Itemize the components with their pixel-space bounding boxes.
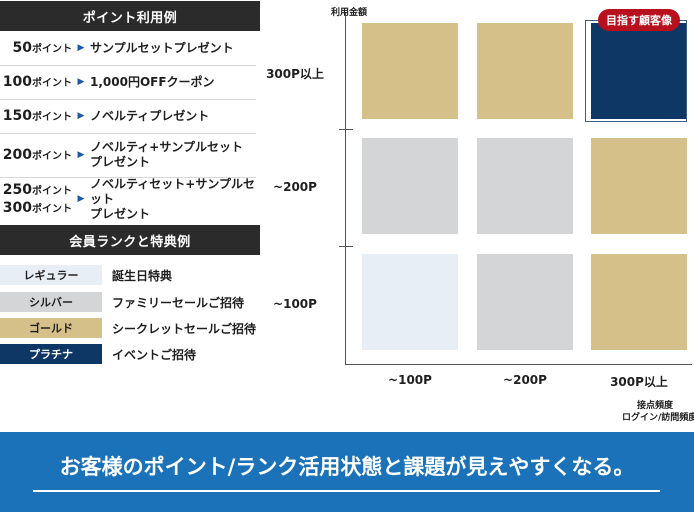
rank-row: レギュラー誕生日特典 bbox=[0, 265, 172, 285]
points-amount-line: 200ポイント bbox=[0, 146, 72, 164]
points-benefit: サンプルセットプレゼント bbox=[90, 41, 256, 56]
matrix-cell-silver bbox=[362, 138, 458, 234]
points-amount: 200ポイント bbox=[0, 146, 72, 164]
points-amount-line: 50ポイント bbox=[0, 39, 72, 57]
rank-benefit: ファミリーセールご招待 bbox=[112, 295, 245, 310]
points-unit: ポイント bbox=[32, 204, 72, 215]
points-benefit: ノベルティ+サンプルセットプレゼント bbox=[90, 140, 256, 170]
points-number: 300 bbox=[2, 200, 32, 216]
arrow-right-icon: ▶ bbox=[77, 77, 85, 87]
rank-badge: プラチナ bbox=[0, 344, 102, 364]
points-row: 50ポイント ▶ サンプルセットプレゼント bbox=[0, 31, 256, 66]
points-row: 200ポイント ▶ ノベルティ+サンプルセットプレゼント bbox=[0, 133, 256, 178]
y-axis-label: 300P以上 bbox=[266, 67, 324, 81]
y-axis-line bbox=[345, 13, 346, 364]
points-benefit-line: ノベルティ+サンプルセット bbox=[90, 140, 243, 154]
points-amount-line: 150ポイント bbox=[0, 107, 72, 125]
points-amount: 100ポイント bbox=[0, 73, 72, 91]
rank-row: シルバーファミリーセールご招待 bbox=[0, 292, 244, 312]
y-axis-label: ~200P bbox=[273, 180, 317, 194]
points-benefit: ノベルティプレゼント bbox=[90, 109, 256, 124]
x-axis-line bbox=[345, 364, 692, 365]
matrix-cell-gold bbox=[591, 138, 687, 234]
points-section-header: ポイント利用例 bbox=[0, 1, 260, 31]
rank-benefit: イベントご招待 bbox=[112, 347, 197, 362]
points-row: 100ポイント ▶ 1,000円OFFクーポン bbox=[0, 65, 256, 100]
matrix-cell-gold bbox=[591, 254, 687, 350]
points-unit: ポイント bbox=[32, 78, 72, 89]
points-benefit-line: 1,000円OFFクーポン bbox=[90, 74, 215, 89]
points-number: 150 bbox=[2, 108, 32, 124]
rank-section-title: 会員ランクと特典例 bbox=[69, 234, 191, 250]
y-axis-tick bbox=[339, 246, 353, 247]
points-amount-line: 100ポイント bbox=[0, 73, 72, 91]
matrix-cell-gold bbox=[362, 23, 458, 119]
points-number: 250 bbox=[2, 182, 32, 198]
y-axis-title: 利用金額 bbox=[331, 8, 368, 18]
matrix-cell-platinum bbox=[591, 23, 687, 119]
x-axis-label: ~200P bbox=[503, 373, 547, 387]
y-axis-tick bbox=[339, 129, 353, 130]
points-number: 50 bbox=[12, 40, 32, 56]
points-amount-line: 300ポイント bbox=[0, 199, 72, 217]
arrow-right-icon: ▶ bbox=[77, 43, 85, 53]
target-customer-label: 目指す顧客像 bbox=[606, 14, 672, 27]
matrix-cell-silver bbox=[477, 138, 573, 234]
target-customer-badge: 目指す顧客像 bbox=[598, 9, 680, 31]
points-amount: 50ポイント bbox=[0, 39, 72, 57]
rank-benefit: シークレットセールご招待 bbox=[112, 321, 257, 336]
rank-row: プラチナイベントご招待 bbox=[0, 344, 196, 364]
target-cell-frame bbox=[585, 20, 687, 122]
arrow-right-icon: ▶ bbox=[77, 150, 85, 160]
rank-benefit: 誕生日特典 bbox=[112, 268, 173, 283]
matrix-cell-silver bbox=[477, 254, 573, 350]
rank-section-header: 会員ランクと特典例 bbox=[0, 225, 260, 255]
points-number: 100 bbox=[2, 74, 32, 90]
points-number: 200 bbox=[2, 147, 32, 163]
rank-row: ゴールドシークレットセールご招待 bbox=[0, 318, 256, 338]
rank-badge: レギュラー bbox=[0, 265, 102, 285]
points-benefit-line: ノベルティセット+サンプルセット bbox=[90, 176, 255, 206]
points-row: 150ポイント ▶ ノベルティプレゼント bbox=[0, 99, 256, 134]
points-benefit-line: サンプルセットプレゼント bbox=[90, 40, 234, 55]
x-axis-label: 300P以上 bbox=[610, 375, 668, 389]
points-amount-line: 250ポイント bbox=[0, 181, 72, 199]
points-section-title: ポイント利用例 bbox=[82, 10, 178, 26]
summary-banner bbox=[0, 432, 694, 512]
points-benefit: ノベルティセット+サンプルセットプレゼント bbox=[90, 177, 256, 222]
matrix-cell-gold bbox=[477, 23, 573, 119]
rank-badge: シルバー bbox=[0, 292, 102, 312]
y-axis-label: ~100P bbox=[273, 297, 317, 311]
x-axis-label: ~100P bbox=[388, 373, 432, 387]
points-benefit-line: プレゼント bbox=[90, 155, 151, 169]
x-axis-title-line-2: ログイン/訪問頻度 bbox=[622, 413, 694, 423]
points-benefit: 1,000円OFFクーポン bbox=[90, 75, 256, 90]
rank-badge: ゴールド bbox=[0, 318, 102, 338]
points-unit: ポイント bbox=[32, 44, 72, 55]
points-unit: ポイント bbox=[32, 112, 72, 123]
points-amount: 150ポイント bbox=[0, 107, 72, 125]
points-benefit-line: プレゼント bbox=[90, 206, 151, 221]
summary-banner-text: お客様のポイント/ランク活用状態と課題が見えやすくなる。 bbox=[59, 455, 635, 479]
points-unit: ポイント bbox=[32, 151, 72, 162]
arrow-right-icon: ▶ bbox=[77, 194, 85, 204]
arrow-right-icon: ▶ bbox=[77, 111, 85, 121]
matrix-cell-regular bbox=[362, 254, 458, 350]
points-unit: ポイント bbox=[32, 186, 72, 197]
summary-banner-underline bbox=[33, 490, 660, 492]
x-axis-title-line-1: 接点頻度 bbox=[637, 401, 674, 411]
points-benefit-line: ノベルティプレゼント bbox=[90, 108, 210, 123]
